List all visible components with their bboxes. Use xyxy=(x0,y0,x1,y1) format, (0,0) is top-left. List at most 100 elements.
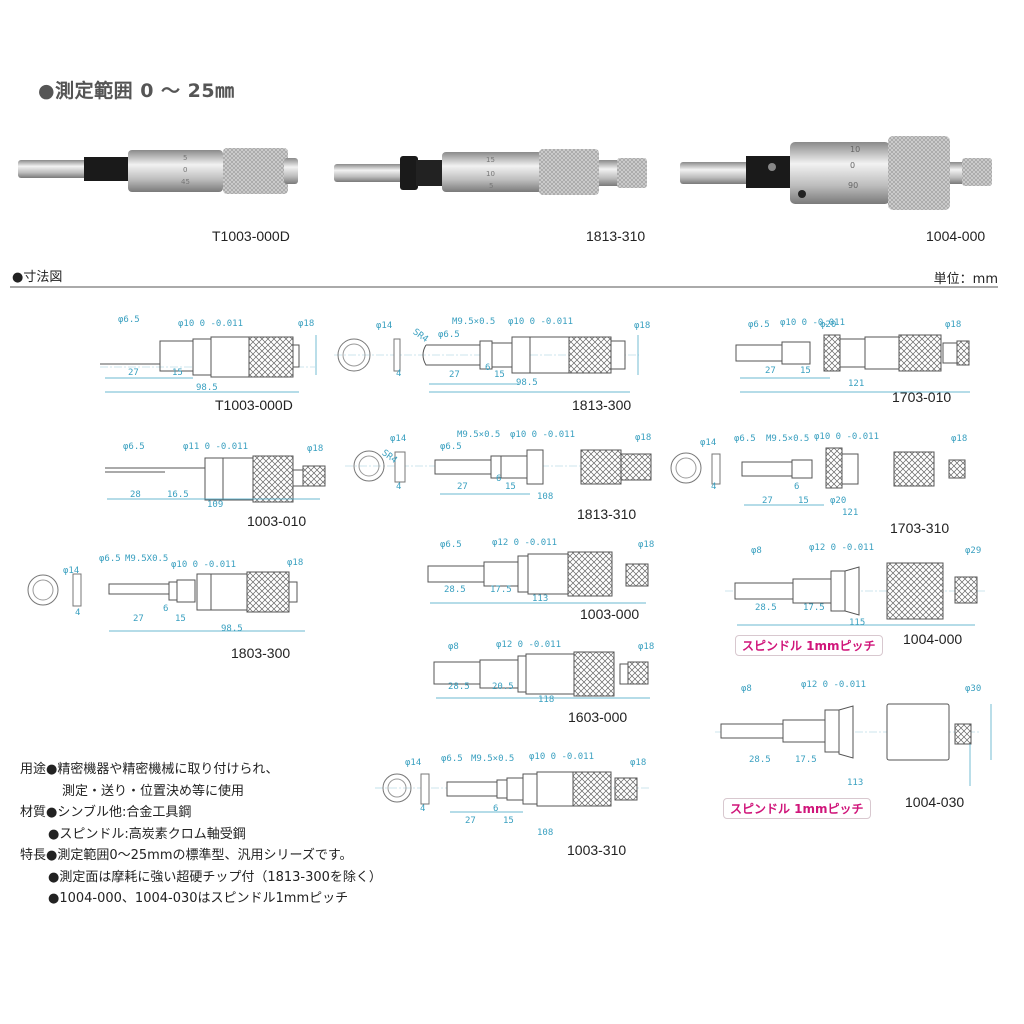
dim-label: 27 xyxy=(765,366,776,376)
note-text: ●測定範囲0～25mmの標準型、汎用シリーズです。 xyxy=(46,848,353,863)
dimension-drawing xyxy=(105,455,326,503)
dim-label: M9.5×0.5 xyxy=(471,754,515,764)
dim-label: φ10 0 -0.011 xyxy=(171,560,237,570)
dim-label: 15 xyxy=(175,614,186,624)
svg-text:0: 0 xyxy=(183,166,187,174)
note-row: 材質●シンブル他:合金工具鋼 xyxy=(20,802,382,824)
dim-label: 17.5 xyxy=(490,585,512,595)
dim-label: 27 xyxy=(133,614,144,624)
note-label: 用途 xyxy=(20,762,47,777)
note-text: ●1004-000、1004-030はスピンドル1mmピッチ xyxy=(48,891,349,906)
dim-label: φ18 xyxy=(287,558,304,568)
dim-label: 20.5 xyxy=(492,682,514,692)
dim-label: φ29 xyxy=(965,546,982,556)
dim-label: 28.5 xyxy=(749,755,771,765)
dim-label: 15 xyxy=(798,496,809,506)
dim-label: 4 xyxy=(396,482,402,492)
dim-label: φ10 0 -0.011 xyxy=(510,430,576,440)
dim-label: 108 xyxy=(537,492,554,502)
photo-label: 1004-000 xyxy=(926,228,986,244)
dim-label: φ8 xyxy=(448,642,459,652)
model-label: 1803-300 xyxy=(231,645,291,661)
spindle-pitch-badge: スピンドル 1mmピッチ xyxy=(735,635,883,656)
model-label: 1003-310 xyxy=(567,842,627,858)
model-label: T1003-000D xyxy=(215,397,293,413)
svg-text:90: 90 xyxy=(848,181,858,190)
page-title: ●測定範囲 0 ～ 25㎜ xyxy=(38,80,235,102)
dim-label: φ18 xyxy=(635,433,652,443)
dim-label: φ6.5 xyxy=(118,315,140,325)
dim-label: 27 xyxy=(762,496,773,506)
dim-label: 118 xyxy=(538,695,555,705)
dim-label: φ18 xyxy=(307,444,324,454)
drawing-1003-000: φ6.5 φ12 0 -0.011 φ18 28.5 17.5 113 1003… xyxy=(420,538,660,628)
dim-label: 28.5 xyxy=(448,682,470,692)
dim-label: φ18 xyxy=(638,642,655,652)
dim-label: φ6.5 xyxy=(99,554,121,564)
note-label: 材質 xyxy=(20,805,47,820)
dim-label: 113 xyxy=(532,594,549,604)
note-text: ●シンブル他:合金工具鋼 xyxy=(46,805,192,820)
dimension-drawing xyxy=(427,551,649,604)
dim-label: φ18 xyxy=(634,321,651,331)
note-row: ●スピンドル:高炭素クロム軸受鋼 xyxy=(20,824,382,846)
dimension-drawing xyxy=(375,771,650,813)
dim-label: 115 xyxy=(849,618,866,628)
model-label: 1004-030 xyxy=(905,794,965,810)
svg-text:10: 10 xyxy=(486,170,495,178)
dim-label: φ12 0 -0.011 xyxy=(801,680,867,690)
dim-label: φ20 xyxy=(830,496,847,506)
dim-label: φ10 0 -0.011 xyxy=(508,317,574,327)
drawing-1004-030: φ8 φ12 0 -0.011 φ30 28.5 17.5 113 スピンドル … xyxy=(715,680,1010,825)
photo-label: 1813-310 xyxy=(586,228,646,244)
dimension-drawing xyxy=(345,449,652,495)
photo-label: T1003-000D xyxy=(212,228,290,244)
dim-label: M9.5×0.5 xyxy=(452,317,496,327)
dim-label: φ14 xyxy=(63,566,80,576)
dim-label: 113 xyxy=(847,778,864,788)
note-row: 測定・送り・位置決め等に使用 xyxy=(20,781,382,803)
drawing-1803-300: φ6.5 M9.5X0.5 φ14 φ10 0 -0.011 φ18 4 27 … xyxy=(25,552,330,662)
dim-label: 98.5 xyxy=(196,383,218,393)
dim-label: φ20 xyxy=(820,320,837,330)
model-label: 1813-310 xyxy=(577,506,637,522)
dim-label: φ18 xyxy=(638,540,655,550)
dimension-drawing xyxy=(27,571,305,632)
dimension-drawing xyxy=(725,562,987,626)
dim-label: φ6.5 xyxy=(440,540,462,550)
svg-text:15: 15 xyxy=(486,156,495,164)
dim-label: 109 xyxy=(207,500,224,510)
note-text: ●精密機器や精密機械に取り付けられ、 xyxy=(46,762,279,777)
svg-text:10: 10 xyxy=(850,145,860,154)
model-label: 1703-310 xyxy=(890,520,950,536)
dim-label: M9.5×0.5 xyxy=(766,434,810,444)
model-label: 1003-010 xyxy=(247,513,307,529)
drawing-1703-010: φ6.5 φ10 0 -0.011 φ20 φ18 27 15 121 1703… xyxy=(730,315,1010,425)
dim-label: φ14 xyxy=(376,321,393,331)
note-row: 用途●精密機器や精密機械に取り付けられ、 xyxy=(20,759,382,781)
note-row: 特長●測定範囲0～25mmの標準型、汎用シリーズです。 xyxy=(20,845,382,867)
dimension-drawing xyxy=(433,651,650,699)
dim-label: 15 xyxy=(172,368,183,378)
dim-label: 108 xyxy=(537,828,554,838)
model-label: 1813-300 xyxy=(572,397,632,413)
dim-label: 4 xyxy=(711,482,717,492)
divider xyxy=(10,286,998,288)
dim-label: φ8 xyxy=(751,546,762,556)
drawing-1003-310: φ14 φ6.5 M9.5×0.5 φ10 0 -0.011 φ18 4 27 … xyxy=(375,752,660,862)
dim-label: φ18 xyxy=(298,319,315,329)
specification-notes: 用途●精密機器や精密機械に取り付けられ、 測定・送り・位置決め等に使用 材質●シ… xyxy=(20,759,382,910)
note-label: 特長 xyxy=(20,848,47,863)
dim-label: 16.5 xyxy=(167,490,189,500)
dim-label: 28.5 xyxy=(444,585,466,595)
svg-text:0: 0 xyxy=(850,161,855,170)
dim-label: 15 xyxy=(505,482,516,492)
dim-label: φ6.5 xyxy=(440,442,462,452)
dim-label: φ12 0 -0.011 xyxy=(496,640,562,650)
dimension-drawing xyxy=(670,447,966,506)
dim-label: φ12 0 -0.011 xyxy=(492,538,558,548)
dim-label: 4 xyxy=(75,608,81,618)
dim-label: 15 xyxy=(800,366,811,376)
dim-label: 17.5 xyxy=(795,755,817,765)
micrometer-head-image: 10 0 90 xyxy=(680,136,992,210)
